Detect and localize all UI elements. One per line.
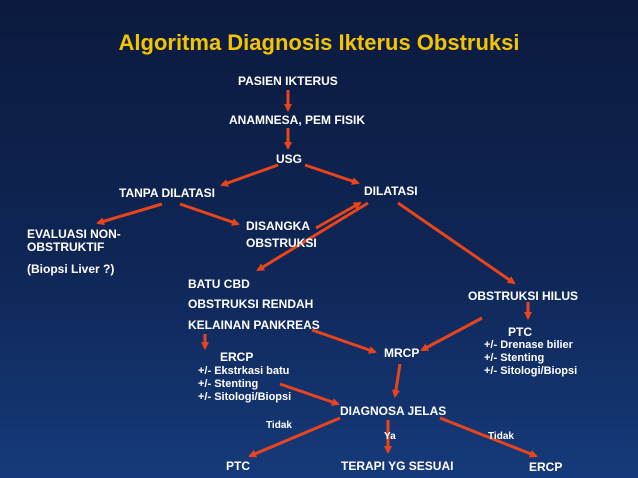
node-ptc-top: PTC [508, 325, 532, 339]
arrow-ptc-to-mrcp [420, 316, 483, 352]
node-evaluasi-line1: EVALUASI NON- [27, 227, 121, 241]
node-ercp-top: ERCP [220, 350, 254, 364]
node-terapi: TERAPI YG SESUAI [341, 459, 454, 473]
arrow-diagnosa-to-ercp [439, 416, 538, 458]
node-diagnosa-jelas: DIAGNOSA JELAS [340, 404, 447, 418]
node-obstruksi-rendah: OBSTRUKSI RENDAH [188, 297, 314, 311]
node-batu-cbd: BATU CBD [188, 277, 250, 291]
node-kelainan-pankreas: KELAINAN PANKREAS [188, 318, 320, 332]
ercp-option-stenting: +/- Stenting [198, 378, 259, 390]
ptc-option-sitologi: +/- Sitologi/Biopsi [484, 365, 578, 377]
node-ercp-bottom: ERCP [529, 460, 563, 474]
node-disangka-line2: OBSTRUKSI [246, 236, 317, 250]
node-biopsi-liver: (Biopsi Liver ?) [27, 262, 115, 276]
arrow-kelainan-to-mrcp [311, 328, 377, 354]
arrow-usg-to-tanpa-dilatasi [220, 163, 279, 187]
node-anamnesa: ANAMNESA, PEM FISIK [229, 113, 366, 127]
node-dilatasi: DILATASI [364, 184, 418, 198]
label-tidak-left: Tidak [266, 420, 292, 431]
node-ptc-bottom: PTC [226, 459, 250, 473]
ercp-option-ekstraksi: +/- Ekstrkasi batu [198, 365, 290, 377]
page-title: Algoritma Diagnosis Ikterus Obstruksi [118, 30, 520, 55]
node-disangka-line1: DISANGKA [246, 219, 311, 233]
arrow-diagnosa-to-ptc [248, 416, 341, 458]
arrow-dilatasi-to-batu [256, 201, 369, 272]
node-tanpa-dilatasi: TANPA DILATASI [119, 186, 215, 200]
label-ya: Ya [384, 431, 396, 442]
arrow-ercp-to-diagnosa [279, 382, 340, 406]
label-tidak-right: Tidak [488, 431, 514, 442]
arrow-tanpa-to-evaluasi [96, 202, 163, 226]
node-obstruksi-hilus: OBSTRUKSI HILUS [468, 289, 579, 303]
arrow-mrcp-to-diagnosa [391, 363, 402, 398]
arrow-disangka-to-dilatasi [315, 201, 362, 230]
arrow-tanpa-to-disangka [179, 202, 240, 226]
node-usg: USG [276, 152, 303, 166]
node-mrcp: MRCP [384, 346, 420, 360]
ercp-option-sitologi: +/- Sitologi/Biopsi [198, 391, 292, 403]
arrow-usg-to-dilatasi [304, 163, 360, 185]
arrow-dilatasi-to-hilus [397, 201, 516, 285]
node-evaluasi-line2: OBSTRUKTIF [27, 240, 105, 254]
ptc-option-drenase: +/- Drenase bilier [484, 339, 573, 351]
ptc-option-stenting: +/- Stenting [484, 352, 545, 364]
node-pasien-ikterus: PASIEN IKTERUS [238, 74, 338, 88]
